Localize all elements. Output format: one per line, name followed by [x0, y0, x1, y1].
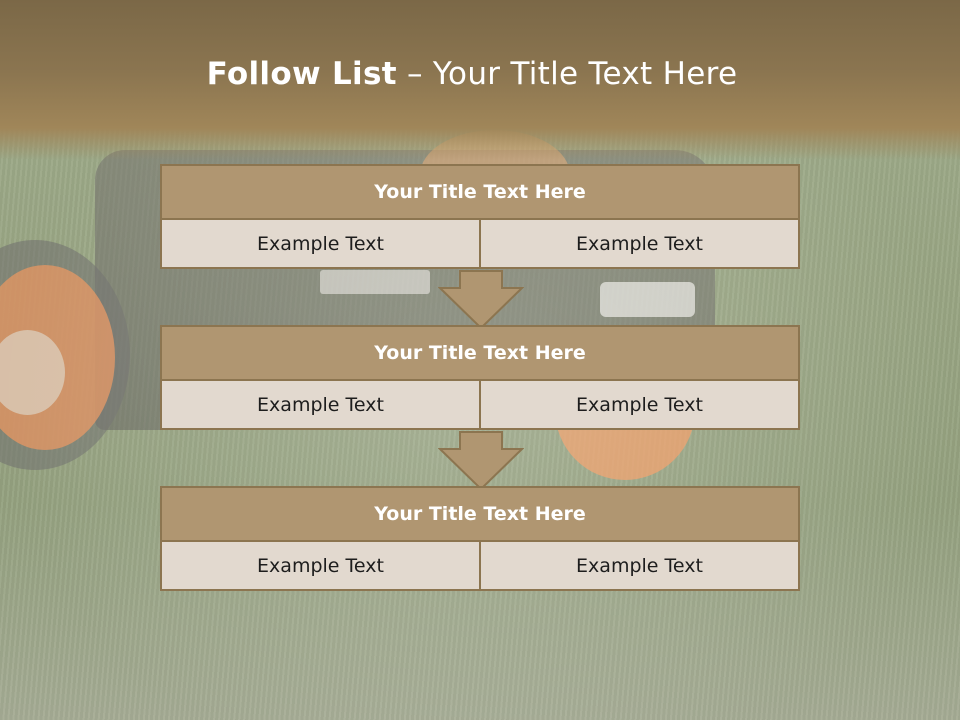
step-1: Your Title Text Here Example Text Exampl… [160, 164, 800, 269]
step-1-right-cell: Example Text [481, 220, 800, 269]
step-2-left-cell: Example Text [160, 381, 481, 430]
mower-wheel-left-hub [0, 330, 65, 415]
step-2: Your Title Text Here Example Text Exampl… [160, 325, 800, 430]
down-arrow-icon [438, 270, 524, 330]
step-1-left-cell: Example Text [160, 220, 481, 269]
down-arrow-icon [438, 431, 524, 491]
step-3-title: Your Title Text Here [160, 486, 800, 542]
mower-engine-part [320, 270, 430, 294]
step-2-title: Your Title Text Here [160, 325, 800, 381]
slide-title-rest: – Your Title Text Here [396, 56, 738, 92]
step-3-right-cell: Example Text [481, 542, 800, 591]
step-2-right-cell: Example Text [481, 381, 800, 430]
title-band [0, 0, 960, 160]
mower-pedal [600, 282, 695, 317]
step-3: Your Title Text Here Example Text Exampl… [160, 486, 800, 591]
slide-title-bold: Follow List [206, 56, 397, 92]
step-3-left-cell: Example Text [160, 542, 481, 591]
slide-title: Follow List – Your Title Text Here [0, 56, 944, 92]
step-1-title: Your Title Text Here [160, 164, 800, 220]
